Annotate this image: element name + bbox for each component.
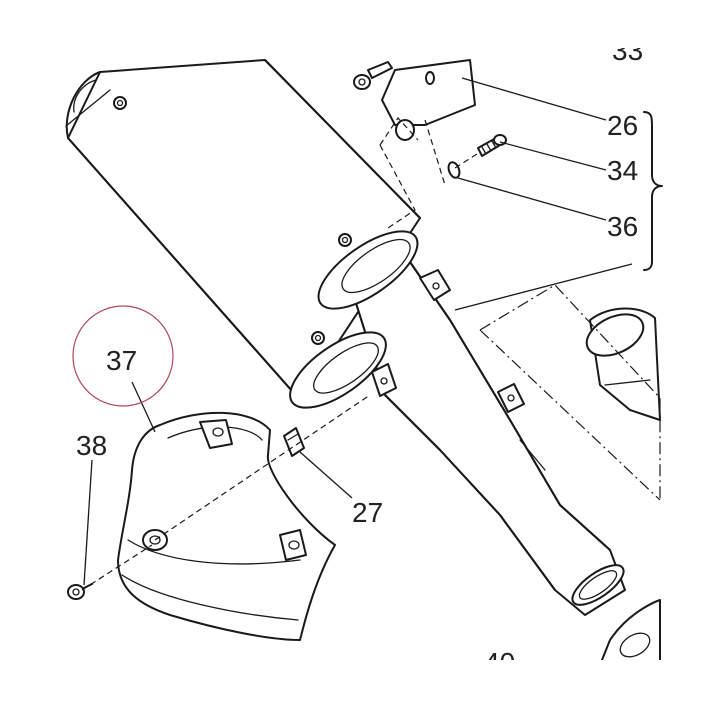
screw-38	[67, 583, 93, 600]
highlight-circle-37	[72, 305, 174, 407]
bolt-34	[477, 134, 507, 157]
assembly-lines	[81, 117, 661, 591]
lower-right-part	[599, 599, 661, 666]
pipe-bracket-lower	[371, 363, 397, 397]
top-screw	[353, 61, 393, 90]
callout-34: 34	[607, 155, 638, 186]
heat-shield-tab-upper	[199, 419, 233, 449]
silencer-rivet-low	[311, 331, 325, 345]
heat-shield-tab-lower	[279, 529, 307, 561]
exhaust-pipe	[354, 261, 626, 616]
heat-shield	[117, 411, 336, 641]
silencer-rivet-mid	[338, 233, 352, 247]
pipe-bracket-upper	[419, 269, 451, 301]
right-pipe-segment	[585, 307, 661, 421]
lower-flange	[289, 331, 387, 409]
bracket-hole	[425, 71, 435, 85]
callout-36: 36	[607, 211, 638, 242]
silencer	[65, 59, 421, 401]
callout-26: 26	[607, 110, 638, 141]
mounting-bracket	[381, 59, 476, 141]
silencer-rivet-top	[113, 96, 127, 110]
callout-38: 38	[76, 430, 107, 461]
washer-36	[447, 161, 461, 179]
bracket-lug	[395, 119, 415, 141]
pipe-outlet	[571, 564, 625, 606]
leader-lines	[83, 77, 633, 586]
callout-37: 37	[106, 345, 137, 376]
callout-27: 27	[352, 497, 383, 528]
pipe-bracket-middle	[497, 383, 525, 413]
bottom-crop-mask	[430, 660, 720, 720]
top-crop-mask	[560, 0, 720, 48]
upper-flange	[317, 230, 419, 310]
group-brace	[643, 111, 663, 271]
